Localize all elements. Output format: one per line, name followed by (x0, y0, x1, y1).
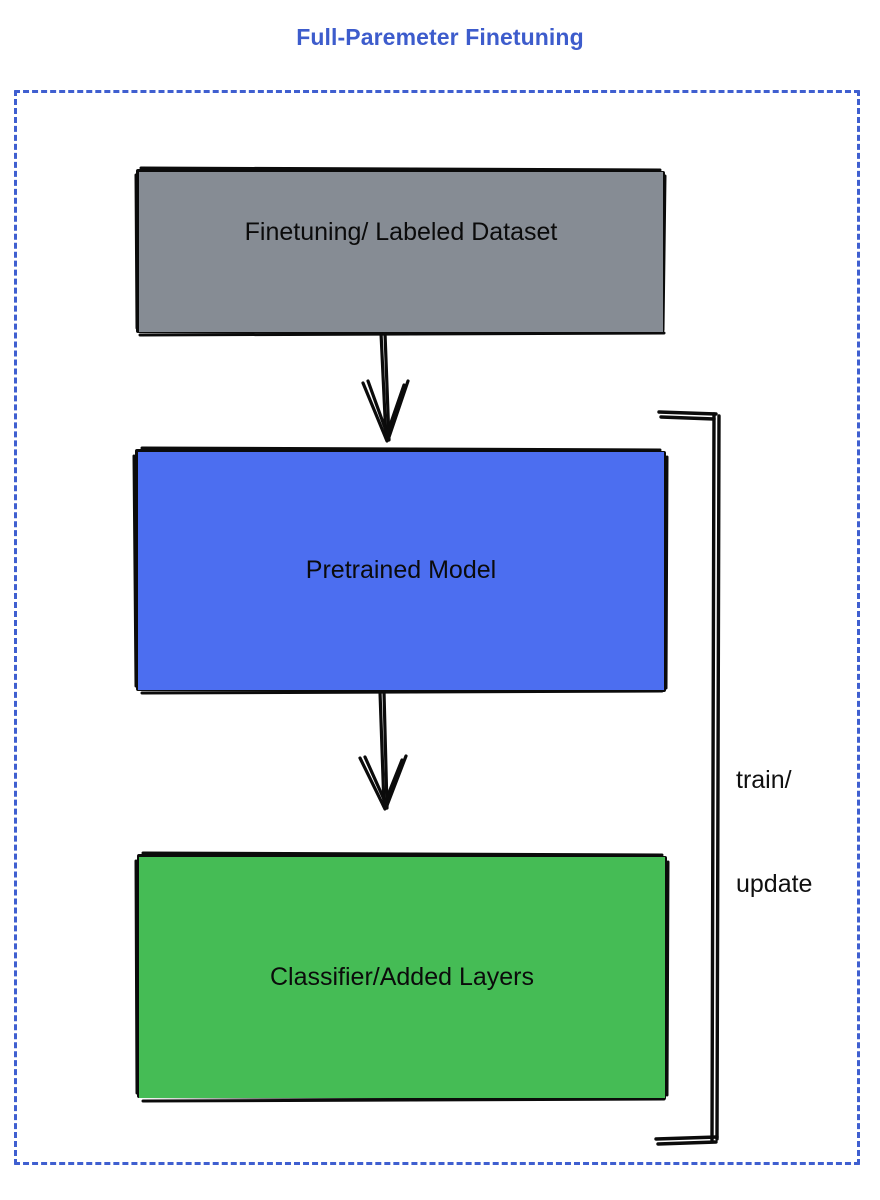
node-classifier[interactable]: Classifier/Added Layers (139, 857, 665, 1098)
page-title: Full-Paremeter Finetuning (296, 24, 584, 50)
feedback-loop-label-line-2: update (736, 869, 813, 898)
node-pretrained-label: Pretrained Model (305, 556, 497, 585)
node-dataset[interactable]: Finetuning/ Labeled Dataset (139, 172, 663, 332)
node-classifier-label: Classifier/Added Layers (269, 962, 534, 991)
node-pretrained[interactable]: Pretrained Model (138, 452, 664, 690)
dashed-container-frame (14, 90, 860, 1165)
node-dataset-label: Finetuning/ Labeled Dataset (244, 218, 558, 246)
feedback-loop-label: train/ update (736, 694, 812, 970)
feedback-loop-label-line-1: train/ (736, 766, 792, 794)
